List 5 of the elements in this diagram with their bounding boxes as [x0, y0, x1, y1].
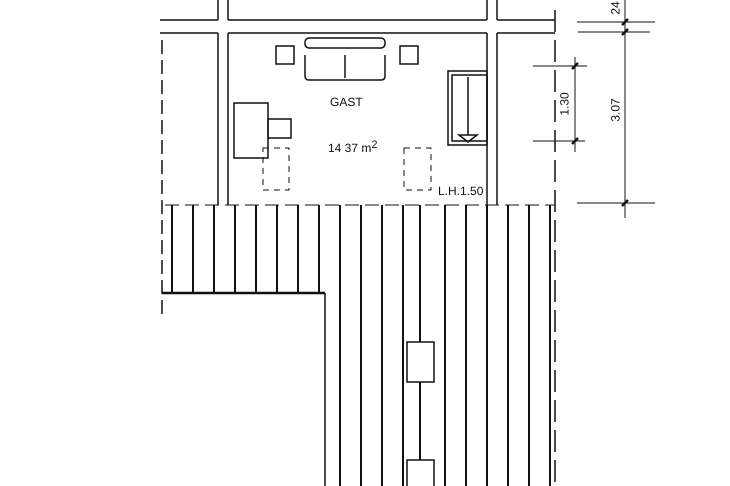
note-text: L.H.1.50 [438, 185, 484, 197]
dimension-text: 3.07 [610, 98, 622, 122]
dimension-text: 1.30 [558, 92, 571, 116]
dimension-text: 24 [610, 1, 622, 15]
room-label: GAST [330, 96, 363, 108]
